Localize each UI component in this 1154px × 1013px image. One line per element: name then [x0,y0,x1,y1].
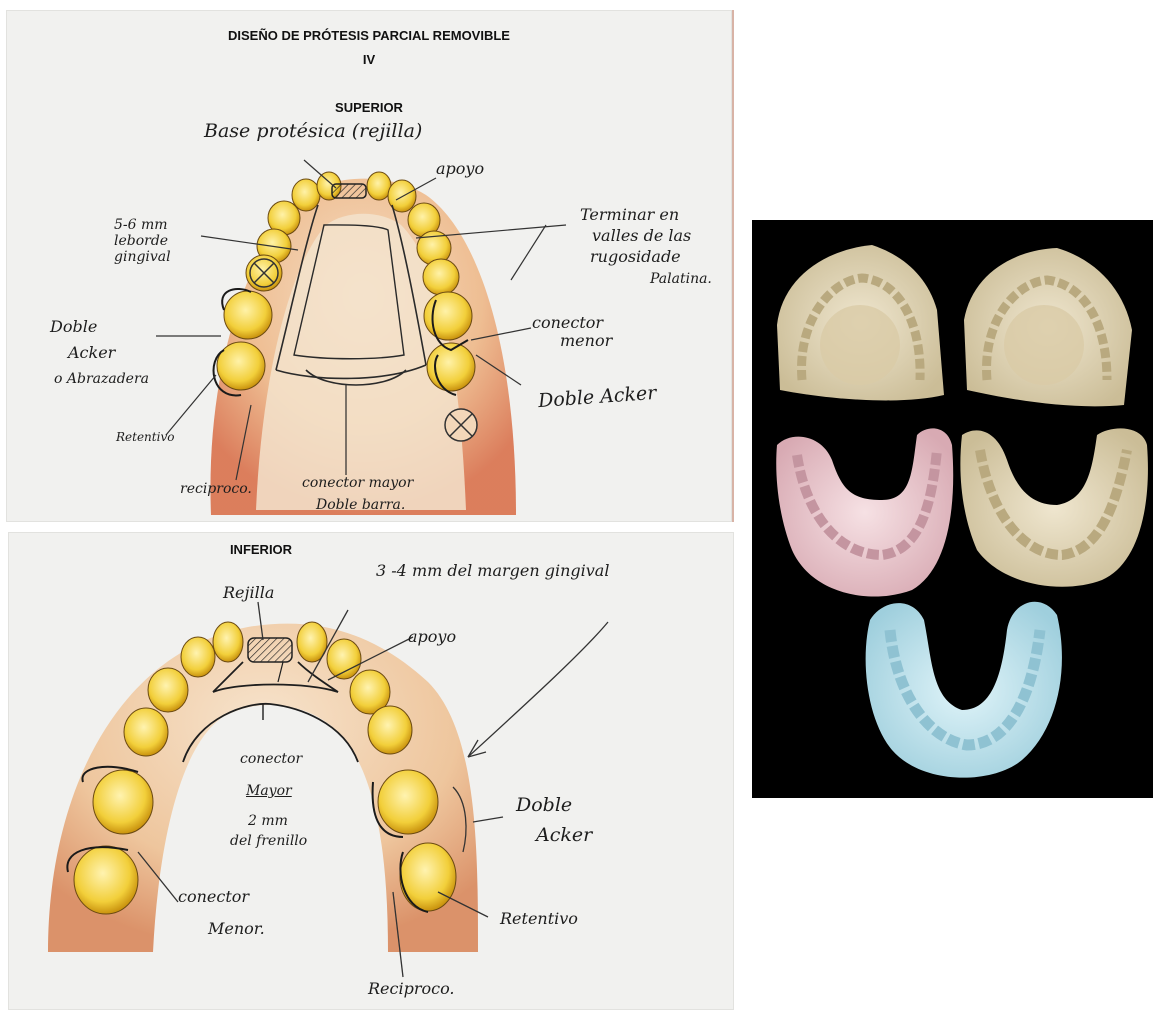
label-ledge-2: leborde [114,234,168,249]
label-conector-menor-2: menor [560,332,612,350]
label-margen-gingival: 3 -4 mm del margen gingival [376,562,609,580]
label-conector-mayor-1: conector [240,752,302,767]
label-retentivo-lower: Retentivo [500,910,578,928]
label-doble-1-lower: Doble [516,794,572,816]
label-ledge-3: gingival [114,250,171,265]
label-rejilla: Rejilla [223,584,274,602]
label-terminar-2: valles de las [592,227,691,245]
label-ledge-1: 5-6 mm [114,218,168,233]
label-retentivo-upper: Retentivo [116,430,174,445]
upper-cast-left [777,245,944,400]
lower-arch-drawing [8,532,734,1010]
lower-cast-blue [866,602,1062,778]
label-doble-3: o Abrazadera [54,372,149,387]
crosshatch-rest-icon [248,638,292,662]
label-conector-mayor-2: Doble barra. [316,498,405,513]
upper-design-sheet: DISEÑO DE PRÓTESIS PARCIAL REMOVIBLE IV … [6,10,734,522]
lower-design-sheet: INFERIOR [8,532,734,1010]
label-apoyo-lower: apoyo [408,628,456,646]
label-doble-1: Doble [50,318,97,336]
label-base-protesica: Base protésica (rejilla) [204,120,422,142]
label-conector-menor-1-lower: conector [178,888,249,906]
label-reciproco-lower: Reciproco. [368,980,455,998]
label-conector-menor-1: conector [532,314,603,332]
label-doble-2-lower: Acker [536,824,592,846]
label-doble-2: Acker [68,344,115,362]
casts-illustration [752,220,1153,798]
crosshatch-rest-icon [332,184,366,198]
upper-cast-right [964,248,1132,406]
dental-casts-photo [752,220,1153,798]
label-terminar-4: Palatina. [650,272,712,287]
label-terminar-3: rugosidade [590,248,681,266]
label-reciproco-upper: reciproco. [180,482,252,497]
label-conector-mayor-1: conector mayor [302,476,413,491]
label-conector-menor-2-lower: Menor. [208,920,265,938]
label-terminar-1: Terminar en [580,206,679,224]
label-conector-mayor-3: 2 mm [248,814,288,829]
label-apoyo-upper: apoyo [436,160,484,178]
label-conector-mayor-2: Mayor [246,784,292,799]
label-conector-mayor-4: del frenillo [230,834,307,849]
lower-cast-pink [776,428,953,596]
upper-arch-drawing [6,10,732,522]
lower-cast-plaster [960,428,1148,586]
